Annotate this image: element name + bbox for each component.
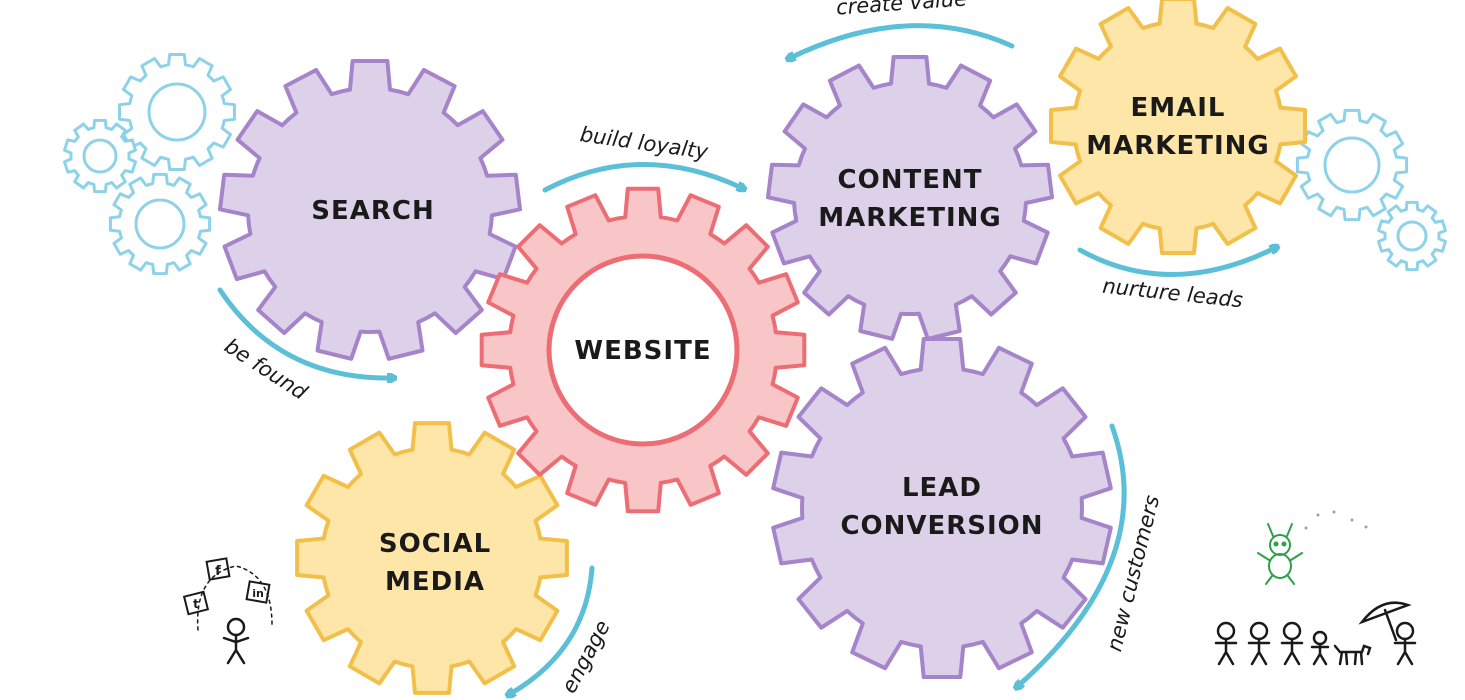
social-icon-box-1 bbox=[205, 557, 231, 581]
gear-icon bbox=[1377, 200, 1447, 272]
gear-icon bbox=[63, 118, 137, 194]
decor-gears-right bbox=[1295, 108, 1447, 272]
stick-figure-icon bbox=[226, 617, 246, 637]
social-icons: f in t bbox=[182, 557, 271, 616]
gear-lead-conversion: LEAD CONVERSION bbox=[771, 337, 1113, 679]
stick-figure-icon bbox=[1393, 621, 1417, 666]
gear-email-marketing: EMAIL MARKETING bbox=[1049, 0, 1307, 255]
customers-illustration bbox=[1214, 601, 1417, 666]
gear-lead-label: LEAD bbox=[902, 473, 982, 503]
gear-icon bbox=[118, 53, 236, 171]
gear-email-label: EMAIL bbox=[1131, 93, 1226, 123]
gear-content-marketing: CONTENT MARKETING bbox=[766, 55, 1054, 341]
gear-icon bbox=[1295, 108, 1409, 222]
umbrella-icon bbox=[1358, 601, 1412, 642]
gear-icon bbox=[771, 337, 1113, 679]
gear-website-label: WEBSITE bbox=[574, 336, 711, 366]
flow-label-new-customers: new customers bbox=[1102, 493, 1164, 654]
gear-icon bbox=[108, 172, 212, 276]
gear-social-label: SOCIAL bbox=[379, 529, 491, 559]
gear-website-ring bbox=[546, 253, 740, 447]
stick-figure-icon bbox=[1310, 630, 1330, 666]
social-icon-linkedin: in bbox=[252, 587, 264, 600]
stick-figure-body bbox=[222, 633, 250, 665]
bug-icon bbox=[1257, 523, 1303, 585]
gear-icon bbox=[295, 421, 569, 695]
sparkle-dots bbox=[1304, 510, 1368, 530]
social-icon-twitter: t bbox=[193, 597, 199, 611]
flow-label-build-loyalty: build loyalty bbox=[579, 122, 710, 164]
juggle-arc bbox=[196, 565, 273, 631]
arrow-icon bbox=[1018, 423, 1127, 686]
gear-lead-label-2: CONVERSION bbox=[840, 511, 1043, 541]
flow-label-nurture-leads: nurture leads bbox=[1101, 274, 1244, 313]
gear-content-label-2: MARKETING bbox=[818, 203, 1001, 233]
gear-icon bbox=[1049, 0, 1307, 255]
gear-social-label-2: MEDIA bbox=[385, 567, 485, 597]
arrow-icon bbox=[510, 565, 595, 694]
decor-gears-left bbox=[63, 53, 236, 276]
social-icon-facebook: f bbox=[215, 564, 221, 579]
social-icon-box-2 bbox=[245, 580, 271, 604]
flow-label-be-found: be found bbox=[220, 334, 312, 405]
arrow-icon bbox=[217, 287, 392, 378]
stick-figure-icon bbox=[1280, 621, 1304, 666]
gear-icon bbox=[766, 55, 1054, 341]
dog-icon bbox=[1333, 644, 1372, 666]
gear-website: WEBSITE bbox=[479, 186, 807, 514]
social-icon-box-3 bbox=[182, 590, 210, 616]
flow-arrows bbox=[217, 23, 1275, 694]
gear-search-label: SEARCH bbox=[311, 196, 434, 226]
gear-email-label-2: MARKETING bbox=[1086, 131, 1269, 161]
arrow-icon bbox=[542, 162, 742, 193]
arrow-icon bbox=[790, 23, 1015, 58]
arrow-icon bbox=[1077, 248, 1275, 277]
flow-label-engage: engage bbox=[557, 616, 615, 697]
flow-label-create-value: create value bbox=[835, 0, 968, 20]
gear-search: SEARCH bbox=[218, 59, 522, 361]
stick-figure-icon bbox=[1247, 621, 1271, 666]
gear-content-label: CONTENT bbox=[838, 165, 983, 195]
gear-social-media: SOCIAL MEDIA bbox=[295, 421, 569, 695]
gear-icon bbox=[218, 59, 522, 361]
stick-figure-icon bbox=[1214, 621, 1238, 666]
juggler-illustration bbox=[196, 565, 273, 665]
